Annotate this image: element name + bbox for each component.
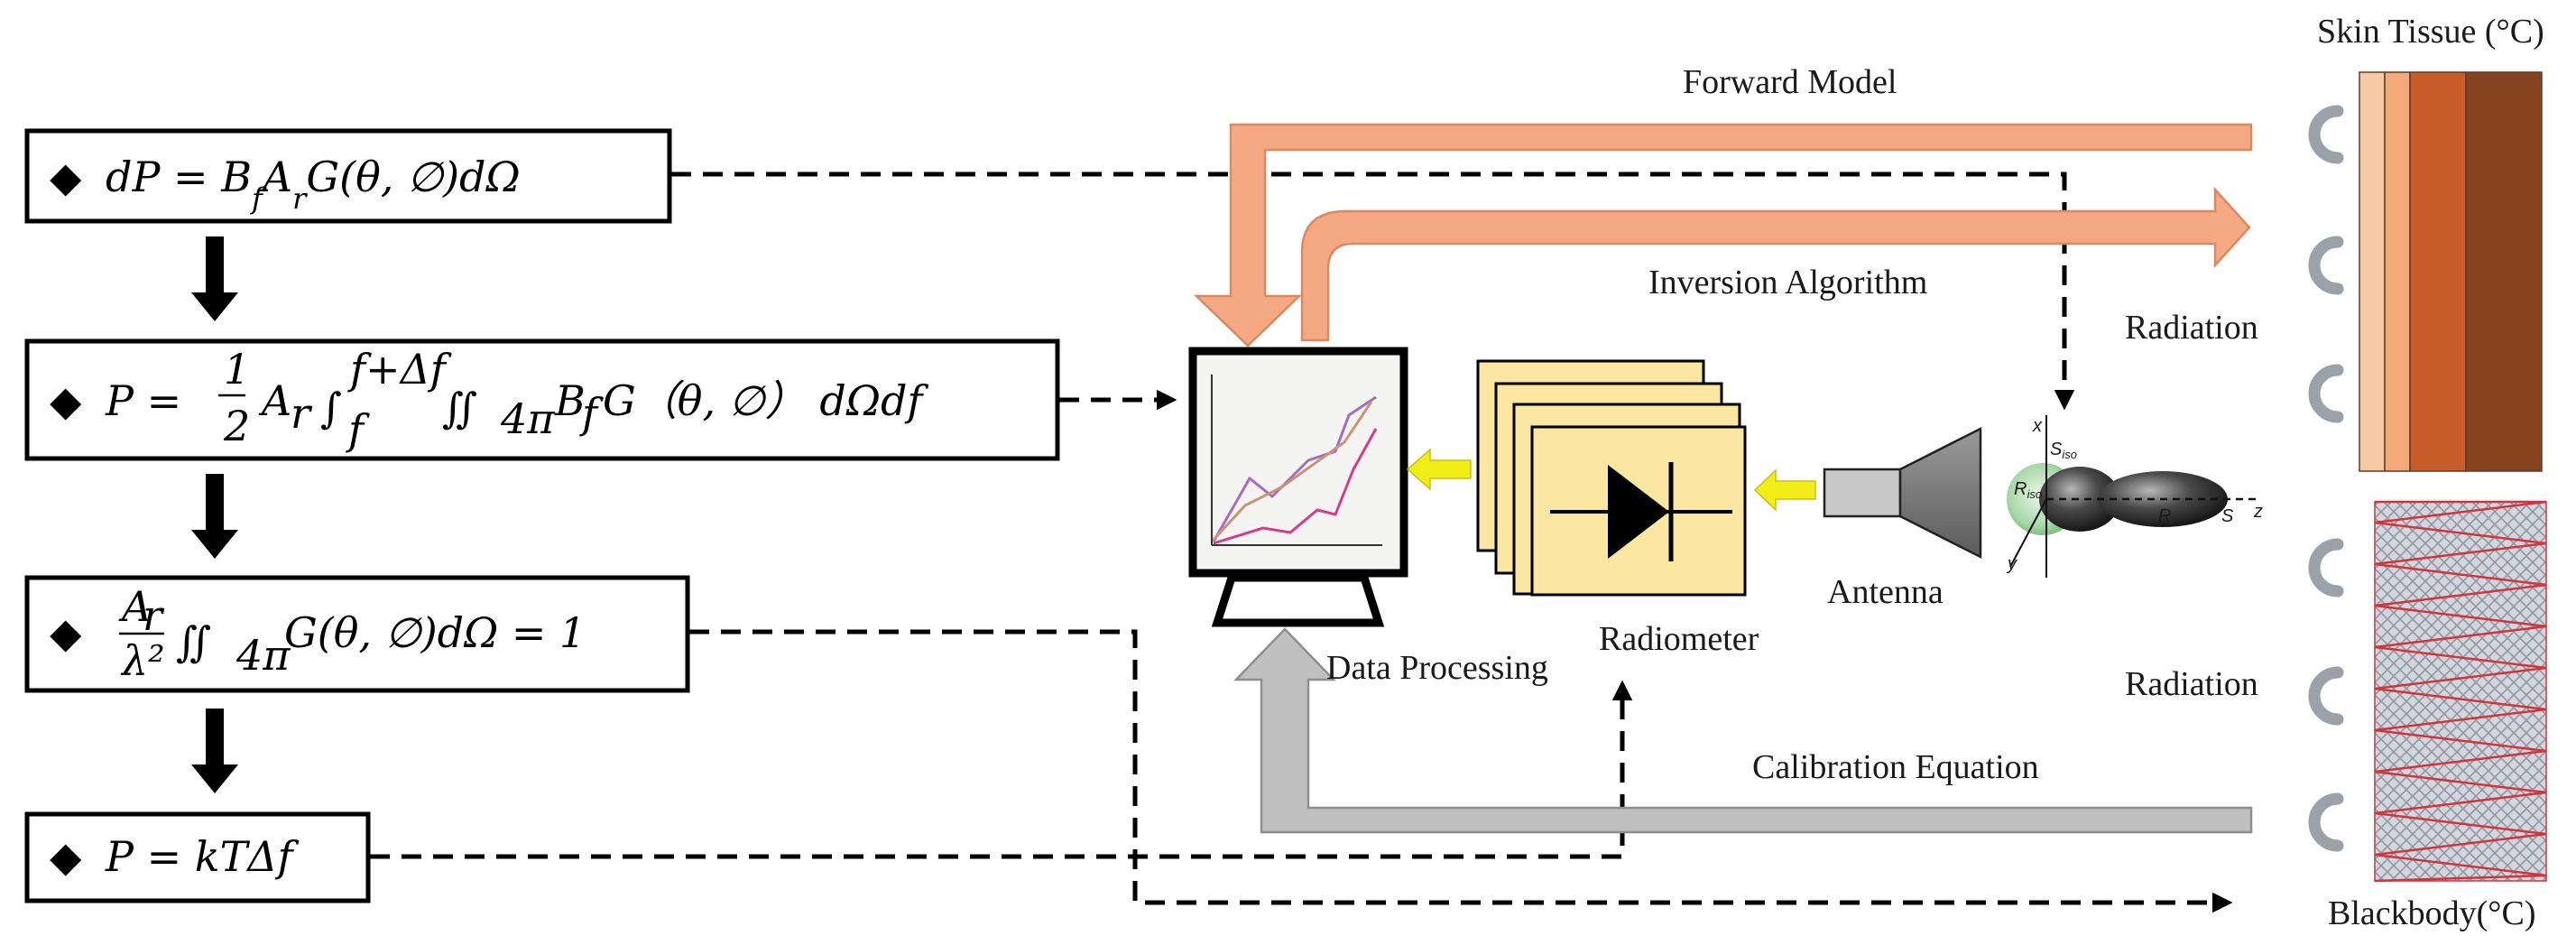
blackbody xyxy=(2374,500,2547,883)
calibration-equation-label: Calibration Equation xyxy=(1752,748,2039,786)
dashed-connectors xyxy=(370,171,2233,913)
equation-box-3: ◆ Ar λ² ∬ 4π G(θ, ∅)dΩ = 1 xyxy=(24,575,690,693)
svg-text:Siso: Siso xyxy=(2050,440,2077,461)
data-processing-monitor xyxy=(1188,347,1408,627)
skin-tissue-label: Skin Tissue (°C) xyxy=(2317,13,2544,51)
equation-4: ◆ P = kTΔf xyxy=(50,832,300,881)
radiation-bottom-label: Radiation xyxy=(2125,665,2258,703)
radiation-pattern: x y z Siso Riso R S xyxy=(2006,415,2263,578)
svg-text:S: S xyxy=(2221,506,2234,526)
svg-text:x: x xyxy=(2032,416,2043,436)
svg-text:y: y xyxy=(2006,554,2017,574)
svg-text:λ²: λ² xyxy=(120,636,165,685)
radiometer xyxy=(1476,359,1747,597)
forward-model-arrow xyxy=(1193,123,2253,347)
data-processing-label: Data Processing xyxy=(1326,649,1548,687)
radiation-top-label: Radiation xyxy=(2125,309,2258,347)
svg-text:z: z xyxy=(2253,502,2263,522)
forward-model-label: Forward Model xyxy=(1683,63,1897,101)
svg-text:∬: ∬ xyxy=(176,617,211,666)
equation-box-1: ◆ dP = BfArG(θ, ∅)dΩ xyxy=(24,128,672,224)
svg-text:G(θ, ∅)dΩ = 1: G(θ, ∅)dΩ = 1 xyxy=(284,608,586,657)
svg-text:r: r xyxy=(143,591,165,640)
svg-text:A: A xyxy=(258,376,291,425)
svg-text:4π: 4π xyxy=(235,631,291,680)
svg-text:R: R xyxy=(2158,506,2171,526)
antenna xyxy=(1823,426,1982,560)
svg-text:2: 2 xyxy=(223,402,250,450)
svg-text:A: A xyxy=(118,582,152,631)
svg-text:∫: ∫ xyxy=(320,384,342,432)
radiation-wave-icons xyxy=(2308,105,2344,852)
svg-text:G（θ, ∅） dΩdf: G（θ, ∅） dΩdf xyxy=(603,376,928,425)
equation-2: ◆ P = xyxy=(50,376,181,425)
antenna-label: Antenna xyxy=(1827,573,1944,611)
equation-box-2: ◆ P = 1 2 Ar ∫ f+Δf f ∬ 4π Bf G（θ, ∅） dΩ… xyxy=(24,338,1060,461)
radiometer-to-monitor-arrow xyxy=(1406,448,1472,491)
equation-box-4: ◆ P = kTΔf xyxy=(24,811,371,903)
antenna-to-radiometer-arrow xyxy=(1753,468,1816,512)
radiometer-label: Radiometer xyxy=(1599,620,1759,658)
skin-tissue-layers xyxy=(2359,71,2543,472)
svg-text:∬: ∬ xyxy=(442,384,477,432)
inversion-algorithm-label: Inversion Algorithm xyxy=(1648,264,1927,301)
svg-text:B: B xyxy=(554,376,586,425)
equation-1: ◆ dP = BfArG(θ, ∅)dΩ xyxy=(50,153,521,216)
svg-text:Riso: Riso xyxy=(2014,479,2042,501)
svg-text:4π: 4π xyxy=(500,394,555,443)
inversion-algorithm-arrow xyxy=(1300,186,2251,342)
equation-flow-arrows xyxy=(191,236,238,793)
svg-text:f+Δf: f+Δf xyxy=(347,345,452,394)
calibration-equation-arrow xyxy=(1233,627,2253,834)
svg-text:◆: ◆ xyxy=(50,608,82,657)
blackbody-label: Blackbody(°C) xyxy=(2328,894,2536,932)
svg-text:1: 1 xyxy=(224,345,250,394)
svg-text:r: r xyxy=(291,389,313,438)
